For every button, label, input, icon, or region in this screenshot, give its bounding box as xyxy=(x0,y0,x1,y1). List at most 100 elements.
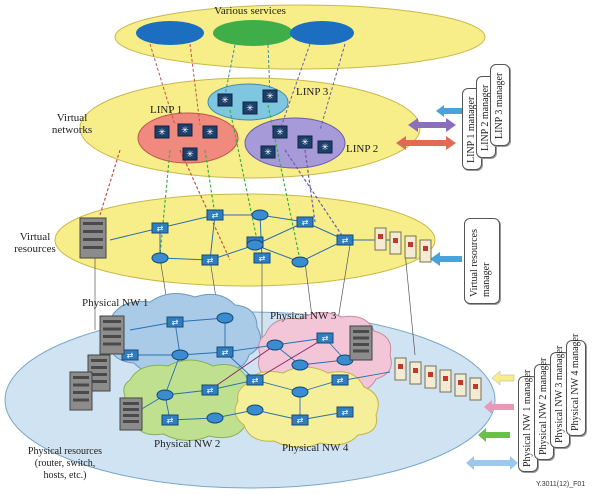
virtual-server-slot xyxy=(83,222,103,225)
physical-host-led xyxy=(413,368,418,373)
physical-server-slot xyxy=(103,335,121,338)
service-green xyxy=(213,20,293,46)
physical-switch xyxy=(331,374,349,386)
physical-switch-glyph: ⇄ xyxy=(297,416,304,425)
virtual-switch xyxy=(253,252,271,264)
physical-server-slot xyxy=(73,391,89,394)
physical-server-slot xyxy=(123,408,139,411)
physical-switch xyxy=(201,384,219,396)
linp1-node-glyph: ✳ xyxy=(186,150,194,160)
physical-server-slot xyxy=(123,414,139,417)
label-virtual-resources: Virtual resources xyxy=(14,231,56,255)
virtual-router xyxy=(246,239,264,251)
physical-nw4-manager: Physical NW 4 manager xyxy=(566,334,586,436)
physical-nw4-cloud xyxy=(234,366,379,448)
linp1-node xyxy=(202,125,218,139)
virtual-switch xyxy=(296,216,314,228)
physical-router xyxy=(206,412,224,424)
virtual-router xyxy=(291,256,309,268)
physical-host-led xyxy=(428,372,433,377)
physical-router xyxy=(171,349,189,361)
physical-server-slot xyxy=(103,327,121,331)
label-physical-nw4: Physical NW 4 xyxy=(282,442,349,454)
virtual-resources-layer xyxy=(54,193,436,287)
virtual-router xyxy=(251,209,269,221)
virtual-host-led xyxy=(408,242,413,247)
linp-manager-arrows xyxy=(396,105,462,150)
linp3-manager: LINP 3 manager xyxy=(490,64,510,146)
physical-router xyxy=(291,359,309,371)
physical-server-slot xyxy=(103,320,121,323)
linp3-node xyxy=(217,93,233,107)
physical-switch xyxy=(166,316,184,328)
physical-switch-glyph: ⇄ xyxy=(322,334,329,343)
virtual-host-led xyxy=(393,238,398,243)
linp2-node xyxy=(272,125,288,139)
physical-switch-glyph: ⇄ xyxy=(207,386,214,395)
physical-switch xyxy=(336,406,354,418)
virtual-switch xyxy=(201,254,219,266)
physical-switch-glyph: ⇄ xyxy=(172,318,179,327)
linp2-node-glyph: ✳ xyxy=(264,148,272,158)
label-physical-resources: Physical resources (router, switch, host… xyxy=(27,446,103,481)
label-physical-nw2: Physical NW 2 xyxy=(154,438,221,450)
physical-host-led xyxy=(443,376,448,381)
node-icons: ✳✳✳✳✳✳✳✳✳✳✳⇄⇄⇄⇄⇄⇄⇄⇄⇄⇄⇄⇄⇄⇄⇄⇄⇄ xyxy=(69,89,482,431)
physical-server-slot xyxy=(123,402,139,405)
label-linp3: LINP 3 xyxy=(296,86,329,98)
figure-id: Y.3011(12)_F01 xyxy=(536,481,586,488)
label-linp2: LINP 2 xyxy=(346,143,379,155)
linp1-node-glyph: ✳ xyxy=(181,126,189,136)
physical-server-slot xyxy=(91,373,107,376)
virtual-resources-manager: Virtual resources manager xyxy=(464,218,500,304)
physical-server-slot xyxy=(73,383,89,387)
physical-manager-arrows xyxy=(466,370,518,470)
virtual-host-led xyxy=(378,234,383,239)
physical-switch-glyph: ⇄ xyxy=(127,351,134,360)
physical-router xyxy=(246,404,264,416)
linp1-node xyxy=(182,147,198,161)
label-various-services: Various services xyxy=(214,5,286,17)
physical-switch xyxy=(216,346,234,358)
linp1-node-glyph: ✳ xyxy=(206,128,214,138)
physical-server-slot xyxy=(123,420,139,423)
physical-switch-glyph: ⇄ xyxy=(167,416,174,425)
virtual-server-slot xyxy=(83,246,103,249)
virtual-manager-arrow xyxy=(430,252,462,266)
physical-server-slot xyxy=(103,342,121,346)
inter-network-links xyxy=(209,337,326,391)
linp3-node xyxy=(262,89,278,103)
linp2-node xyxy=(317,140,333,154)
linp3-node-glyph: ✳ xyxy=(221,96,229,106)
physical-switch xyxy=(316,332,334,344)
linp2-node xyxy=(297,135,313,149)
physical-switch xyxy=(121,349,139,361)
physical-server-slot xyxy=(353,336,369,340)
physical-server-slot xyxy=(353,330,369,333)
linp3-node-glyph: ✳ xyxy=(266,92,274,102)
linp1-node xyxy=(177,123,193,137)
physical-server-slot xyxy=(73,398,89,402)
physical-switch-glyph: ⇄ xyxy=(342,408,349,417)
virtual-server-slot xyxy=(83,238,103,241)
physical-server-slot xyxy=(353,343,369,346)
linp2-node-glyph: ✳ xyxy=(321,143,329,153)
linp1-node-glyph: ✳ xyxy=(158,128,166,138)
linp2-node xyxy=(260,145,276,159)
virtual-router xyxy=(151,252,169,264)
physical-switch-glyph: ⇄ xyxy=(222,348,229,357)
linp1-node xyxy=(154,125,170,139)
virtual-switch-glyph: ⇄ xyxy=(212,211,219,220)
physical-router xyxy=(291,386,309,398)
physical-switch xyxy=(161,414,179,426)
physical-router xyxy=(266,339,284,351)
virtual-host-led xyxy=(423,246,428,251)
label-linp1: LINP 1 xyxy=(150,104,183,116)
linp3-node-glyph: ✳ xyxy=(246,104,254,114)
physical-host-led xyxy=(398,364,403,369)
physical-server-slot xyxy=(353,349,369,353)
physical-server-slot xyxy=(91,359,107,362)
virtual-switch xyxy=(151,222,169,234)
service-blue-1 xyxy=(136,21,204,45)
